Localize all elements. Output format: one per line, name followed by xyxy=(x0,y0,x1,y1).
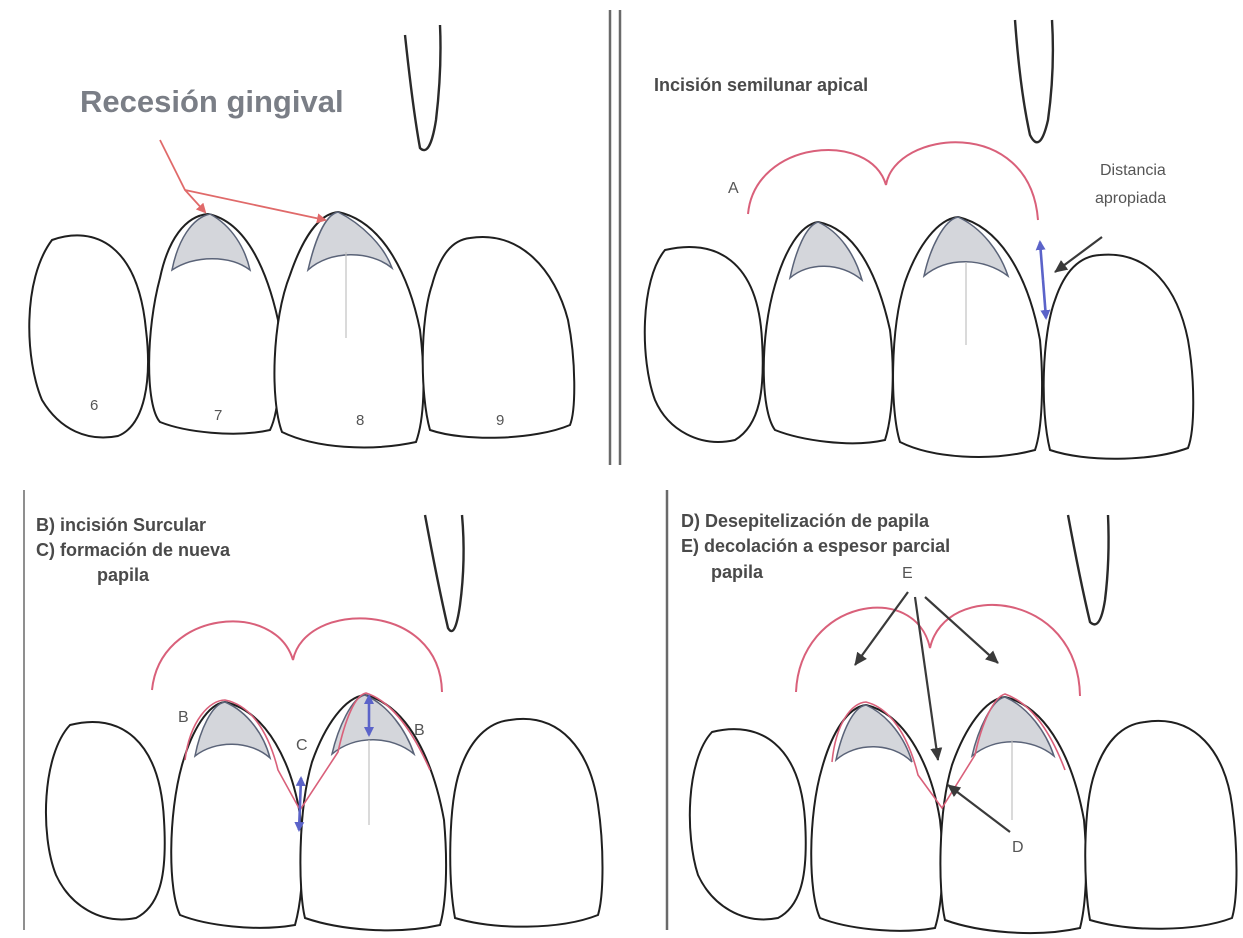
panel-semilunar-incision: Incisión semilunar apical A Distancia ap… xyxy=(645,20,1193,459)
scalpel-blade xyxy=(1068,515,1109,624)
caption-line-2: E) decolación a espesor parcial xyxy=(681,536,950,556)
distance-arrow-up xyxy=(1040,242,1043,280)
tooth-9 xyxy=(423,237,575,438)
caption-line-2: C) formación de nueva xyxy=(36,540,231,560)
distance-label-2: apropiada xyxy=(1095,190,1166,207)
tooth-9 xyxy=(1044,255,1194,459)
scalpel-blade xyxy=(405,25,441,150)
distance-label-1: Distancia xyxy=(1100,162,1166,179)
tooth-number-6: 6 xyxy=(90,397,98,414)
caption-line-3: papila xyxy=(711,562,764,582)
caption-line-1: B) incisión Surcular xyxy=(36,515,206,535)
tooth-6 xyxy=(46,722,165,919)
label-a: A xyxy=(728,180,739,197)
papilla-arrow-up xyxy=(300,778,301,805)
tooth-number-9: 9 xyxy=(496,412,504,429)
papilla-arrow-down xyxy=(299,805,300,830)
distance-arrow-down xyxy=(1043,280,1046,318)
split-thickness-arrow-1 xyxy=(855,592,908,665)
semilunar-incision-line xyxy=(152,618,442,692)
panel-sulcular-incision: B) incisión Surcular C) formación de nue… xyxy=(36,515,603,930)
semilunar-incision-line xyxy=(748,142,1038,220)
tooth-6 xyxy=(690,729,806,919)
panel-title: Recesión gingival xyxy=(80,84,344,119)
label-b-left: B xyxy=(178,709,189,726)
tooth-number-7: 7 xyxy=(214,407,222,424)
caption-line-1: D) Desepitelización de papila xyxy=(681,511,930,531)
tooth-number-8: 8 xyxy=(356,412,364,429)
semilunar-incision-line xyxy=(796,605,1080,696)
label-d: D xyxy=(1012,839,1024,856)
tooth-6 xyxy=(645,247,763,442)
tooth-9 xyxy=(1085,721,1236,929)
label-c: C xyxy=(296,737,308,754)
split-thickness-arrow-2 xyxy=(915,597,938,760)
tooth-9 xyxy=(450,719,602,927)
tooth-6 xyxy=(29,235,148,437)
label-e: E xyxy=(902,565,913,582)
scalpel-blade xyxy=(1015,20,1053,142)
label-b-right: B xyxy=(414,722,425,739)
panel-deepithelialization: D) Desepitelización de papila E) decolac… xyxy=(681,511,1237,933)
recession-pointer-arrow-1 xyxy=(160,140,205,212)
panel-recession: Recesión gingival 6 7 8 9 xyxy=(29,25,574,447)
panel-title: Incisión semilunar apical xyxy=(654,75,868,95)
scalpel-blade xyxy=(425,515,464,631)
caption-line-3: papila xyxy=(97,565,150,585)
split-thickness-arrow-3 xyxy=(925,597,998,663)
